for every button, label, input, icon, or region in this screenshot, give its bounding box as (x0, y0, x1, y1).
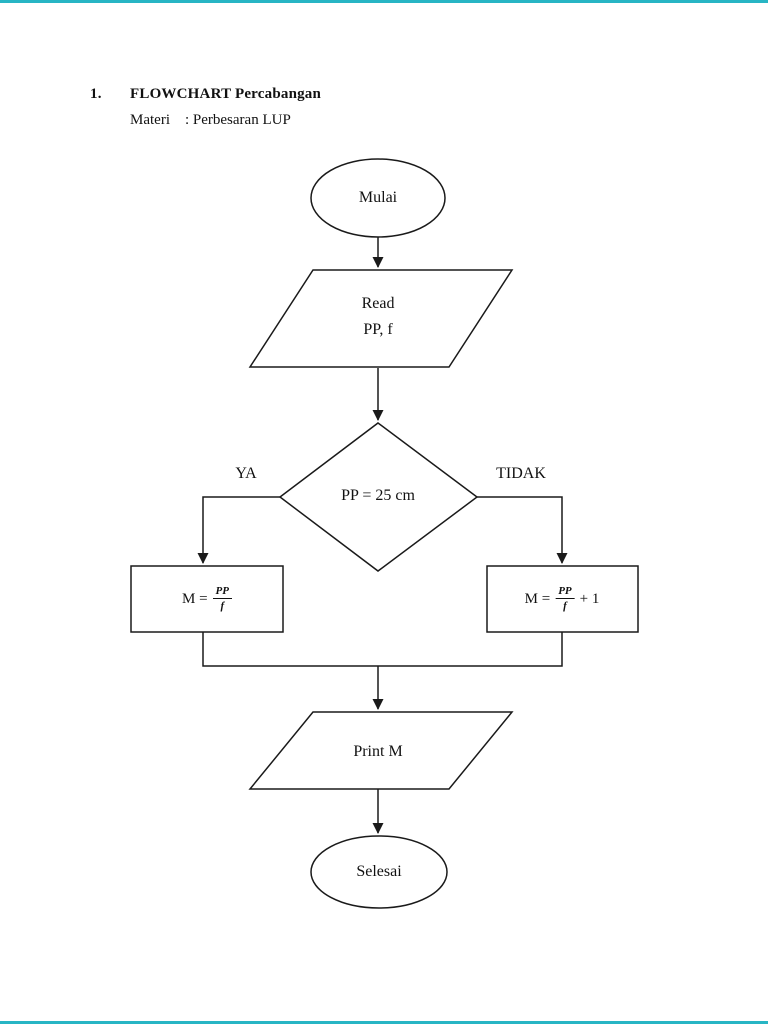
decision-diamond (278, 422, 479, 572)
input-label-line2: PP, f (363, 321, 393, 338)
start-node-label: Mulai (358, 189, 398, 206)
section-heading: 1. FLOWCHART Percabangan (90, 86, 321, 103)
end-ellipse (310, 835, 448, 909)
output-parallelogram (248, 711, 514, 790)
page-edge-bottom (0, 1021, 768, 1024)
fraction-numerator: PP (212, 585, 232, 599)
connectors (197, 237, 568, 834)
start-ellipse (310, 158, 446, 238)
fraction-denominator: f (220, 600, 225, 612)
decision-node-label: PP = 25 cm (341, 487, 415, 504)
formula-prefix: M = (524, 590, 551, 607)
process-no-formula: M = PP f + 1 (525, 585, 600, 613)
process-no-rect (486, 565, 639, 633)
page-title: FLOWCHART Percabangan (130, 86, 322, 102)
formula-suffix: + 1 (579, 590, 600, 607)
input-label-line1: Read (361, 295, 395, 312)
formula-prefix: M = (182, 590, 208, 607)
process-yes-rect (130, 565, 284, 633)
nodes (130, 158, 639, 909)
subheading: Materi : Perbesaran LUP (130, 112, 291, 128)
fraction: PP f (555, 585, 575, 613)
input-node-label: Read PP, f (362, 291, 395, 343)
heading-number: 1. (90, 86, 102, 102)
fraction-denominator: f (563, 600, 567, 612)
branch-no-label: TIDAK (496, 465, 546, 482)
fraction: PP f (212, 585, 232, 613)
output-node-label: Print M (353, 743, 403, 760)
process-yes-formula: M = PP f (182, 585, 232, 613)
page-edge-top (0, 0, 768, 3)
fraction-numerator: PP (555, 585, 575, 599)
input-parallelogram (248, 269, 514, 368)
connector-branch-no (477, 496, 568, 564)
end-node-label: Selesai (356, 863, 402, 880)
branch-yes-label: YA (235, 465, 257, 482)
connector-merge (202, 632, 563, 667)
connector-branch-yes (197, 496, 280, 564)
